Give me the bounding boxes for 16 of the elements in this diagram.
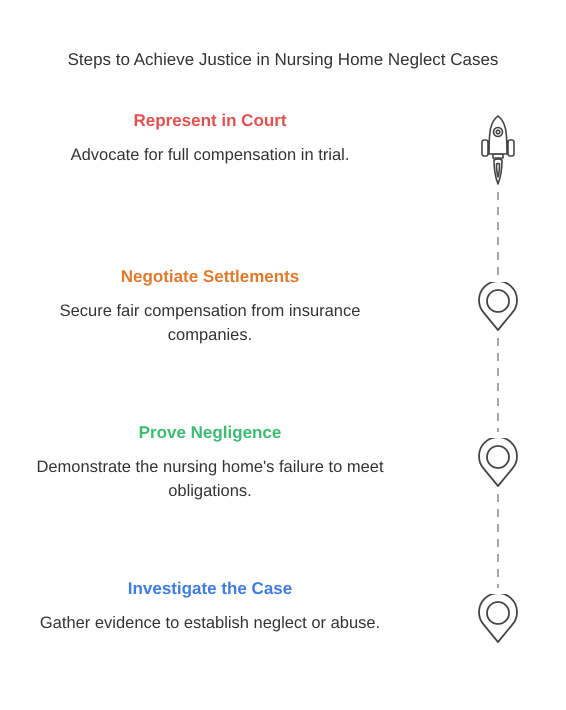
location-pin-icon (478, 438, 518, 488)
dashed-connector (497, 192, 499, 276)
rocket-icon (480, 114, 516, 186)
location-pin-icon (478, 282, 518, 332)
step-heading: Prove Negligence (138, 423, 282, 443)
diagram-title: Steps to Achieve Justice in Nursing Home Neglect Cases (66, 50, 500, 70)
step-description: Advocate for full compensation in trial. (70, 145, 350, 166)
step-heading: Negotiate Settlements (120, 267, 300, 287)
step-heading: Represent in Court (133, 111, 287, 131)
dashed-connector (497, 494, 499, 588)
location-pin-icon (478, 594, 518, 644)
step-heading: Investigate the Case (128, 579, 292, 599)
step-description: Demonstrate the nursing home's failure to meet obligations. (35, 457, 385, 502)
dashed-connector (497, 338, 499, 432)
step-description: Gather evidence to establish neglect or abuse. (40, 613, 380, 634)
step-description: Secure fair compensation from insurance companies. (58, 301, 362, 346)
